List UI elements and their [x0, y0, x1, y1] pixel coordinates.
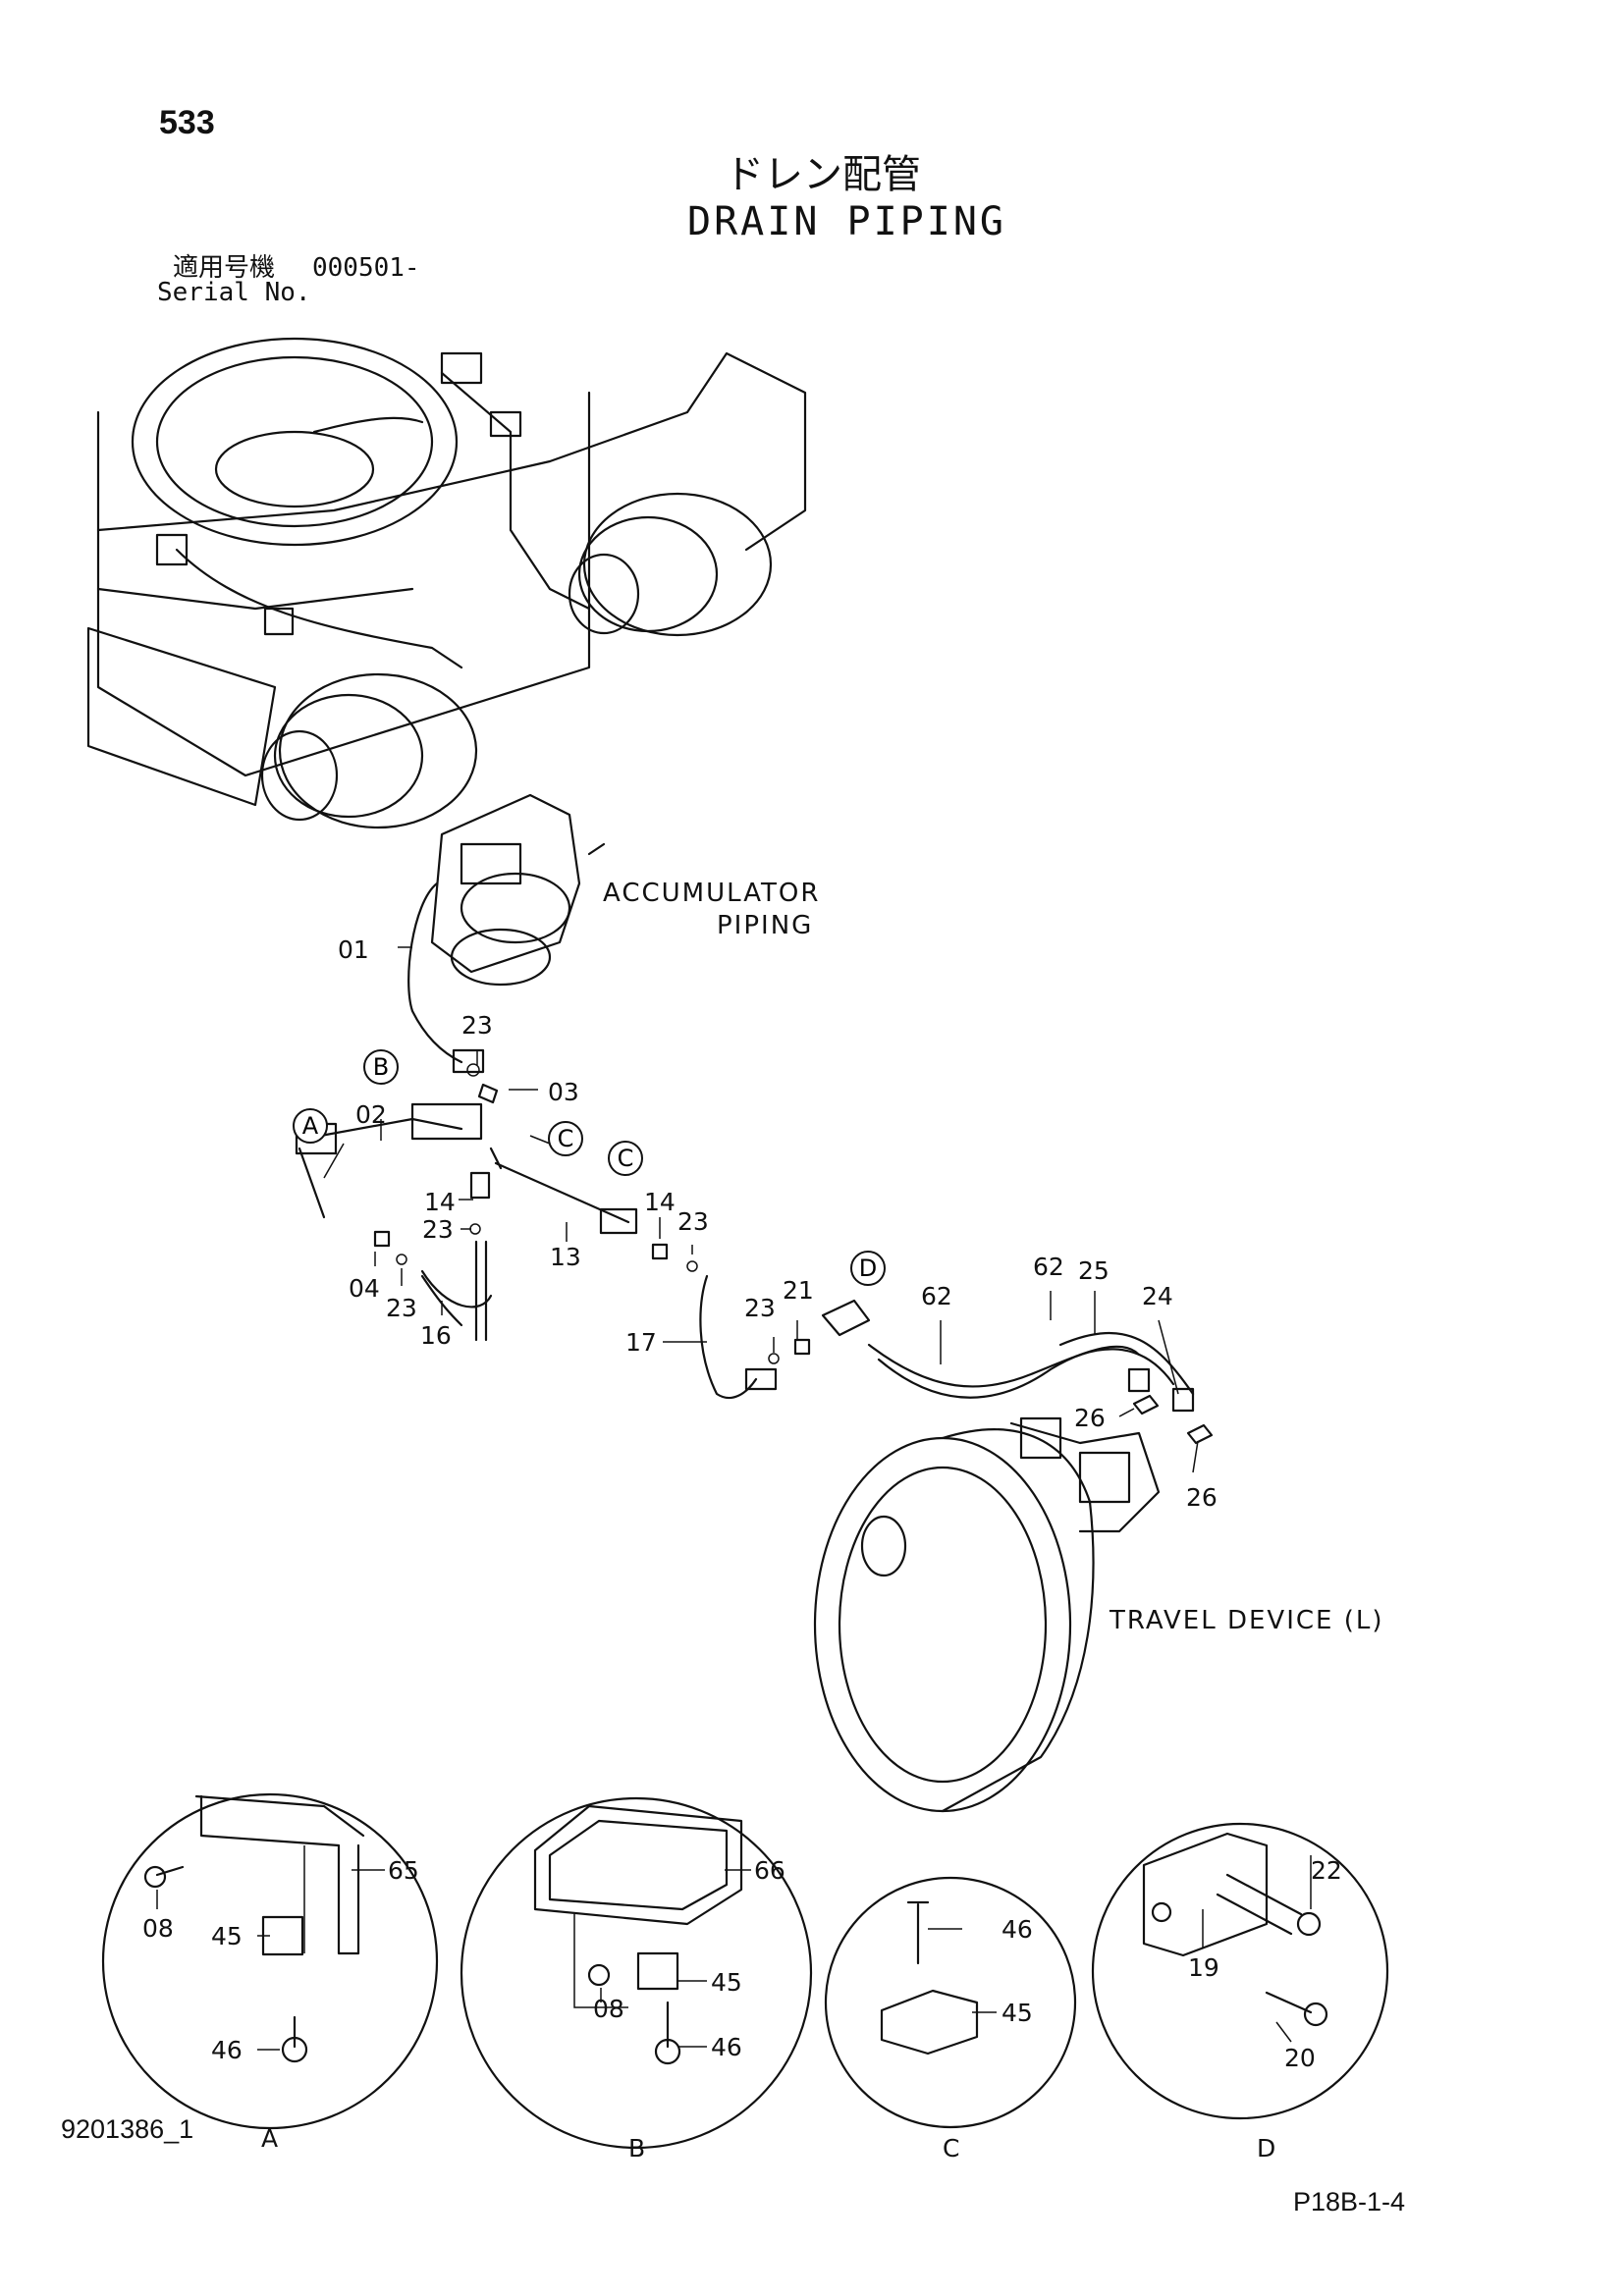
part-label-03: 03	[548, 1078, 579, 1106]
part-label-62b: 62	[1033, 1253, 1064, 1281]
accumulator-piping-label-line1: ACCUMULATOR	[603, 879, 821, 908]
hose-25	[877, 1348, 1175, 1399]
drawing-number: 9201386_1	[61, 2114, 194, 2144]
svg-text:C: C	[558, 1125, 574, 1152]
detail-d-part-20: 20	[1284, 2044, 1316, 2072]
svg-text:D: D	[859, 1255, 877, 1282]
detail-b-part-66: 66	[754, 1856, 785, 1885]
detail-view-b	[460, 1796, 813, 2150]
hose-16	[420, 1274, 463, 1327]
pipe-13	[494, 1161, 630, 1224]
part-label-23e: 23	[744, 1294, 776, 1322]
part-label-21: 21	[783, 1276, 814, 1305]
detail-view-d	[1091, 1822, 1389, 2120]
page-title: DRAIN PIPING	[687, 199, 1006, 244]
detail-d-part-19: 19	[1188, 1953, 1219, 1982]
part-label-23: 23	[461, 1011, 493, 1040]
part-label-01: 01	[338, 935, 369, 964]
page-number: 533	[159, 104, 215, 141]
svg-text:B: B	[373, 1053, 389, 1081]
callout-bubble-a: A	[293, 1108, 328, 1144]
part-label-13: 13	[550, 1243, 581, 1271]
accumulator-piping-label-line2: PIPING	[717, 911, 814, 940]
part-label-17: 17	[625, 1328, 657, 1357]
callout-bubble-b: B	[363, 1049, 399, 1085]
part-label-25: 25	[1078, 1256, 1110, 1285]
detail-b-caption: B	[628, 2134, 646, 2163]
accumulator-valve-block	[430, 793, 606, 987]
travel-device-label: TRAVEL DEVICE (L)	[1110, 1606, 1384, 1635]
title-japanese: ドレン配管	[725, 152, 921, 197]
detail-b-part-45: 45	[711, 1968, 742, 1997]
leader-lines	[323, 946, 1199, 1473]
part-label-26b: 26	[1186, 1483, 1218, 1512]
part-label-24: 24	[1142, 1282, 1173, 1310]
part-label-62: 62	[921, 1282, 952, 1310]
part-label-14b: 14	[644, 1188, 676, 1216]
hose-62	[867, 1343, 1141, 1388]
callout-bubble-c: C	[548, 1121, 583, 1156]
detail-c-part-45: 45	[1001, 1999, 1033, 2027]
part-label-26: 26	[1074, 1404, 1106, 1432]
detail-a-part-08: 08	[142, 1914, 174, 1943]
detail-d-part-22: 22	[1311, 1856, 1342, 1885]
part-label-23b: 23	[422, 1215, 454, 1244]
detail-b-part-08: 08	[593, 1995, 624, 2023]
detail-b-part-46: 46	[711, 2033, 742, 2061]
serial-label-en: Serial No.	[157, 278, 311, 307]
detail-a-part-46: 46	[211, 2036, 243, 2064]
page-code: P18B-1-4	[1293, 2187, 1406, 2216]
detail-a-part-45: 45	[211, 1922, 243, 1950]
detail-c-caption: C	[943, 2134, 960, 2163]
part-label-02: 02	[355, 1100, 387, 1129]
part-label-04: 04	[349, 1274, 380, 1303]
callout-bubble-d: D	[850, 1251, 886, 1286]
serial-value: 000501-	[312, 253, 420, 283]
detail-a-part-65: 65	[388, 1856, 419, 1885]
callout-bubble-c2: C	[608, 1141, 643, 1176]
detail-view-c	[824, 1876, 1077, 2129]
detail-view-a	[101, 1792, 439, 2130]
part-label-23d: 23	[386, 1294, 417, 1322]
hose-17	[699, 1274, 758, 1400]
detail-c-part-46: 46	[1001, 1915, 1033, 1944]
detail-a-caption: A	[261, 2124, 279, 2153]
detail-d-caption: D	[1257, 2134, 1276, 2163]
undercarriage-illustration	[86, 337, 807, 829]
part-label-14: 14	[424, 1188, 456, 1216]
serial-label-jp: 適用号機	[173, 253, 276, 283]
part-label-16: 16	[420, 1321, 452, 1350]
travel-device-illustration	[813, 1416, 1161, 1813]
svg-text:A: A	[302, 1112, 319, 1140]
hose-01	[407, 881, 463, 1064]
svg-text:C: C	[618, 1145, 634, 1172]
part-label-23c: 23	[677, 1207, 709, 1236]
hose-24	[1058, 1331, 1195, 1396]
